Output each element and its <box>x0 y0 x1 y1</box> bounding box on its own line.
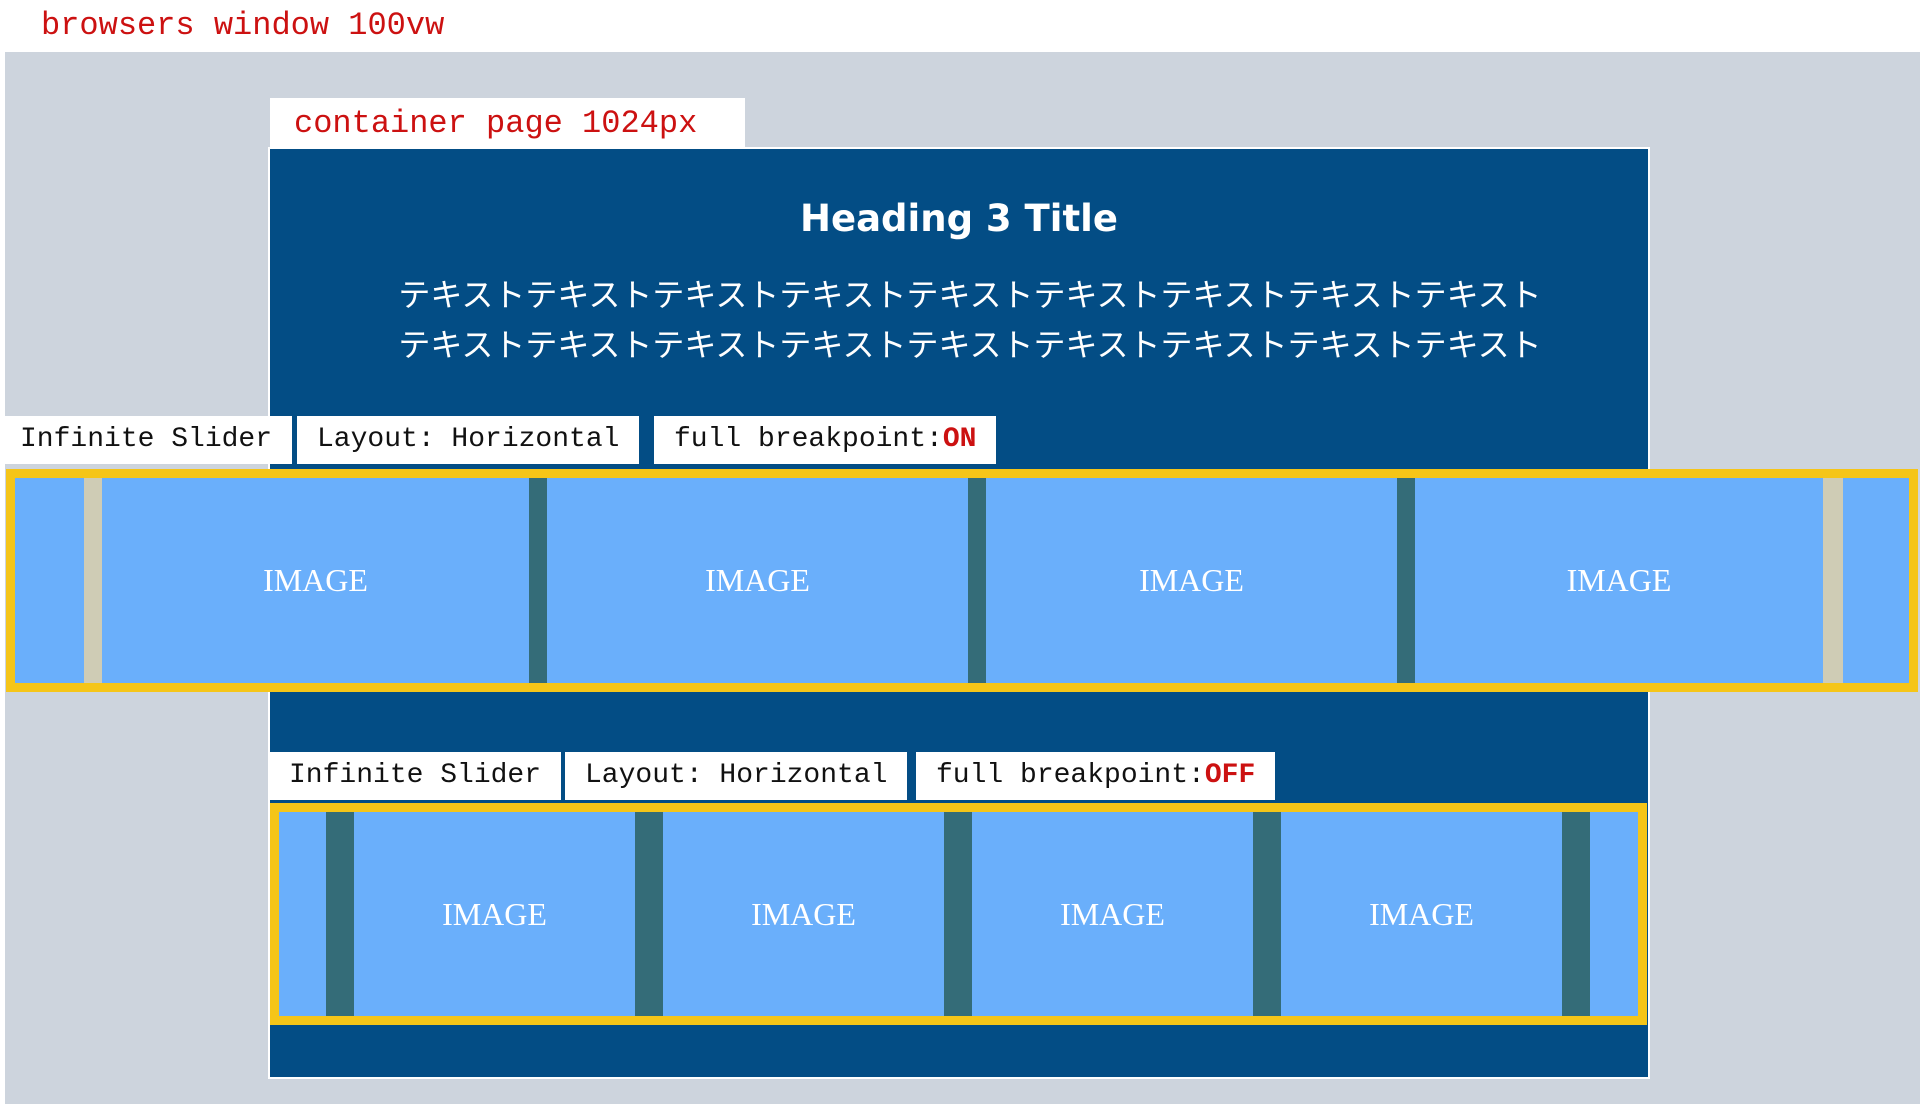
browser-window-label: browsers window 100vw <box>41 7 445 44</box>
slide-gap <box>1397 478 1415 683</box>
container-page-label: container page 1024px <box>294 105 698 142</box>
breakpoint-state: OFF <box>1204 760 1256 791</box>
slide-image: IMAGE <box>1369 896 1474 932</box>
slide-image: IMAGE <box>1139 562 1244 598</box>
slide-gap <box>968 478 986 683</box>
breakpoint-tag: full breakpoint:ON <box>654 416 997 464</box>
breakpoint-tag: full breakpoint:OFF <box>916 752 1276 800</box>
slide-image: IMAGE <box>1060 896 1165 932</box>
slide-gap <box>326 812 354 1016</box>
body-text-line: テキストテキストテキストテキストテキストテキストテキストテキストテキスト <box>398 276 1542 314</box>
slide-image: IMAGE <box>263 562 368 598</box>
slide-image: IMAGE <box>1566 562 1672 598</box>
body-text-line: テキストテキストテキストテキストテキストテキストテキストテキストテキスト <box>398 326 1542 364</box>
slider-name-tag: Infinite Slider <box>269 752 562 800</box>
slide-image: IMAGE <box>751 896 856 932</box>
slide-gap <box>529 478 547 683</box>
slider-full-breakpoint-on[interactable]: IMAGE IMAGE IMAGE IMAGE <box>6 469 1918 692</box>
breakpoint-label: full breakpoint: <box>674 424 943 455</box>
breakpoint-state: ON <box>942 424 977 455</box>
slide-gap-edge <box>1823 478 1843 683</box>
heading-3-title: Heading 3 Title <box>800 197 1118 240</box>
slide-gap <box>1253 812 1281 1016</box>
slide-image: IMAGE <box>442 896 547 932</box>
slide-gap <box>944 812 972 1016</box>
container-label-box <box>270 98 745 148</box>
body-text: テキストテキストテキストテキストテキストテキストテキストテキストテキスト テキス… <box>345 270 1595 370</box>
slider-full-breakpoint-off[interactable]: IMAGE IMAGE IMAGE IMAGE <box>270 803 1647 1025</box>
breakpoint-label: full breakpoint: <box>936 760 1205 791</box>
slide-gap-edge <box>84 478 102 683</box>
slider-name-tag: Infinite Slider <box>0 416 293 464</box>
slider-layout-tag: Layout: Horizontal <box>297 416 640 464</box>
slide-gap <box>635 812 663 1016</box>
slide-image: IMAGE <box>705 562 810 598</box>
slider-layout-tag: Layout: Horizontal <box>565 752 908 800</box>
slide-gap <box>1562 812 1590 1016</box>
